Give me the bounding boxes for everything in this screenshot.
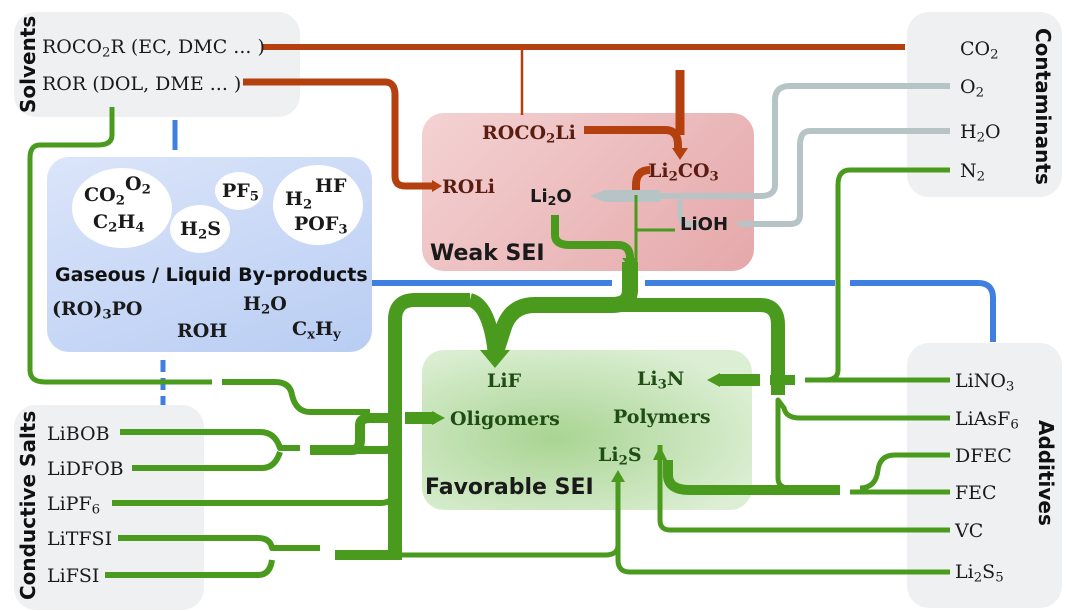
favorable-polymers: Polymers bbox=[613, 406, 711, 428]
conductive-salts-title: Conductive Salts bbox=[16, 410, 40, 600]
weak-roco2li: ROCO2Li bbox=[482, 122, 576, 147]
path-lipf6 bbox=[112, 489, 398, 506]
byproduct-cxhy: CxHy bbox=[292, 318, 341, 343]
path-lifsi bbox=[105, 559, 275, 578]
favorable-li3n: Li3N bbox=[637, 368, 685, 393]
arrow-to-polymers bbox=[653, 446, 667, 460]
arrow-weak-down bbox=[622, 258, 638, 268]
salt-litfsi: LiTFSI bbox=[47, 528, 113, 550]
gas-bubble-1 bbox=[72, 168, 172, 248]
path-n2 bbox=[805, 167, 950, 383]
solvents-group-box bbox=[14, 12, 300, 117]
path-litfsi bbox=[118, 535, 320, 551]
arrow-to-roli bbox=[432, 180, 442, 192]
additives-group-box bbox=[907, 343, 1062, 608]
solvents-title: Solvents bbox=[16, 15, 40, 113]
arrow-to-li2co3 bbox=[672, 148, 688, 160]
contaminant-o2: O2 bbox=[960, 76, 985, 101]
solvent-roco2r: ROCO2R (EC, DMC ... ) bbox=[42, 36, 265, 61]
additive-liasf6: LiAsF6 bbox=[955, 408, 1019, 433]
favorable-lif: LiF bbox=[487, 370, 522, 392]
path-dfec bbox=[859, 452, 950, 491]
path-lidfob bbox=[132, 450, 283, 471]
salt-lidfob: LiDFOB bbox=[47, 458, 124, 480]
weak-li2o: Li2O bbox=[530, 186, 572, 209]
byproduct-pof3: POF3 bbox=[294, 213, 348, 238]
contaminant-n2: N2 bbox=[960, 160, 986, 185]
path-ror-green bbox=[27, 107, 212, 385]
weak-roli: ROLi bbox=[442, 176, 495, 198]
path-li2s5 bbox=[615, 480, 950, 575]
contaminant-co2: CO2 bbox=[960, 38, 999, 63]
weak-sei-title: Weak SEI bbox=[430, 241, 545, 266]
path-ror-to-roli bbox=[243, 78, 435, 190]
path-ror-green-2 bbox=[222, 379, 370, 415]
additive-fec: FEC bbox=[955, 482, 997, 504]
gas-bubble-4 bbox=[273, 165, 363, 245]
path-vc bbox=[657, 445, 950, 533]
byproduct-o2: O2 bbox=[125, 173, 151, 198]
path-salt-join bbox=[310, 413, 395, 455]
path-upper-left-into-lif bbox=[467, 293, 502, 356]
additive-li2s5: Li2S5 bbox=[955, 561, 1004, 586]
blue-divider-horizontal bbox=[372, 280, 996, 342]
byproduct-co2: CO2 bbox=[84, 184, 125, 209]
additives-title: Additives bbox=[1034, 420, 1058, 526]
byproducts-title: Gaseous / Liquid By-products bbox=[55, 264, 368, 286]
arrow-to-oligomers bbox=[432, 411, 445, 425]
additive-vc: VC bbox=[955, 520, 984, 542]
additive-dfec: DFEC bbox=[955, 445, 1012, 467]
path-weak-to-favorable bbox=[487, 262, 638, 358]
additive-lino3: LiNO3 bbox=[955, 370, 1015, 395]
salt-lipf6: LiPF6 bbox=[47, 493, 101, 518]
path-upper-left-loop bbox=[388, 293, 470, 560]
path-li2co3-curl bbox=[632, 166, 651, 195]
path-libob bbox=[120, 429, 300, 451]
salt-libob: LiBOB bbox=[47, 423, 110, 445]
byproduct-c2h4: C2H4 bbox=[93, 211, 145, 236]
path-liasf6 bbox=[775, 397, 950, 491]
byproduct-pf5: PF5 bbox=[222, 180, 260, 205]
favorable-li2s: Li2S bbox=[598, 444, 642, 469]
path-right-branch bbox=[612, 298, 785, 395]
contaminants-title: Contaminants bbox=[1031, 28, 1055, 185]
byproduct-h2: H2 bbox=[285, 188, 313, 213]
gas-bubble-3 bbox=[170, 205, 230, 253]
path-h2o-to-lioh bbox=[738, 128, 950, 227]
salt-lifsi: LiFSI bbox=[47, 565, 100, 587]
arrow-to-li3n bbox=[707, 373, 720, 387]
path-fec-thick bbox=[663, 460, 840, 495]
byproduct-hf: HF bbox=[315, 175, 347, 197]
solvent-ror: ROR (DOL, DME ... ) bbox=[42, 73, 242, 95]
favorable-oligomers: Oligomers bbox=[450, 408, 560, 430]
gas-bubble-2 bbox=[215, 172, 263, 210]
contaminant-h2o: H2O bbox=[960, 121, 1001, 146]
weak-li2co3: Li2CO3 bbox=[648, 160, 719, 185]
byproduct-ro3po: (RO)3PO bbox=[52, 298, 143, 323]
arrow-to-li2o bbox=[590, 190, 605, 202]
weak-lioh: LiOH bbox=[680, 214, 729, 235]
path-salt-join-2 bbox=[352, 439, 399, 454]
path-li2o-down bbox=[551, 215, 634, 262]
byproduct-h2o: H2O bbox=[243, 293, 287, 318]
path-li2s-left bbox=[420, 544, 621, 558]
arrow-to-lif bbox=[480, 350, 510, 368]
favorable-sei-title: Favorable SEI bbox=[425, 475, 594, 500]
byproduct-roh: ROH bbox=[177, 320, 228, 342]
contaminants-group-box bbox=[907, 12, 1062, 197]
path-roco2li-to-li2co3 bbox=[584, 126, 682, 149]
arrow-to-li2s bbox=[611, 470, 625, 482]
byproduct-h2s: H2S bbox=[180, 218, 221, 243]
path-o2-to-li2o bbox=[660, 83, 950, 199]
favorable-sei-box bbox=[422, 350, 752, 510]
path-lioh-to-li2o bbox=[677, 200, 700, 227]
